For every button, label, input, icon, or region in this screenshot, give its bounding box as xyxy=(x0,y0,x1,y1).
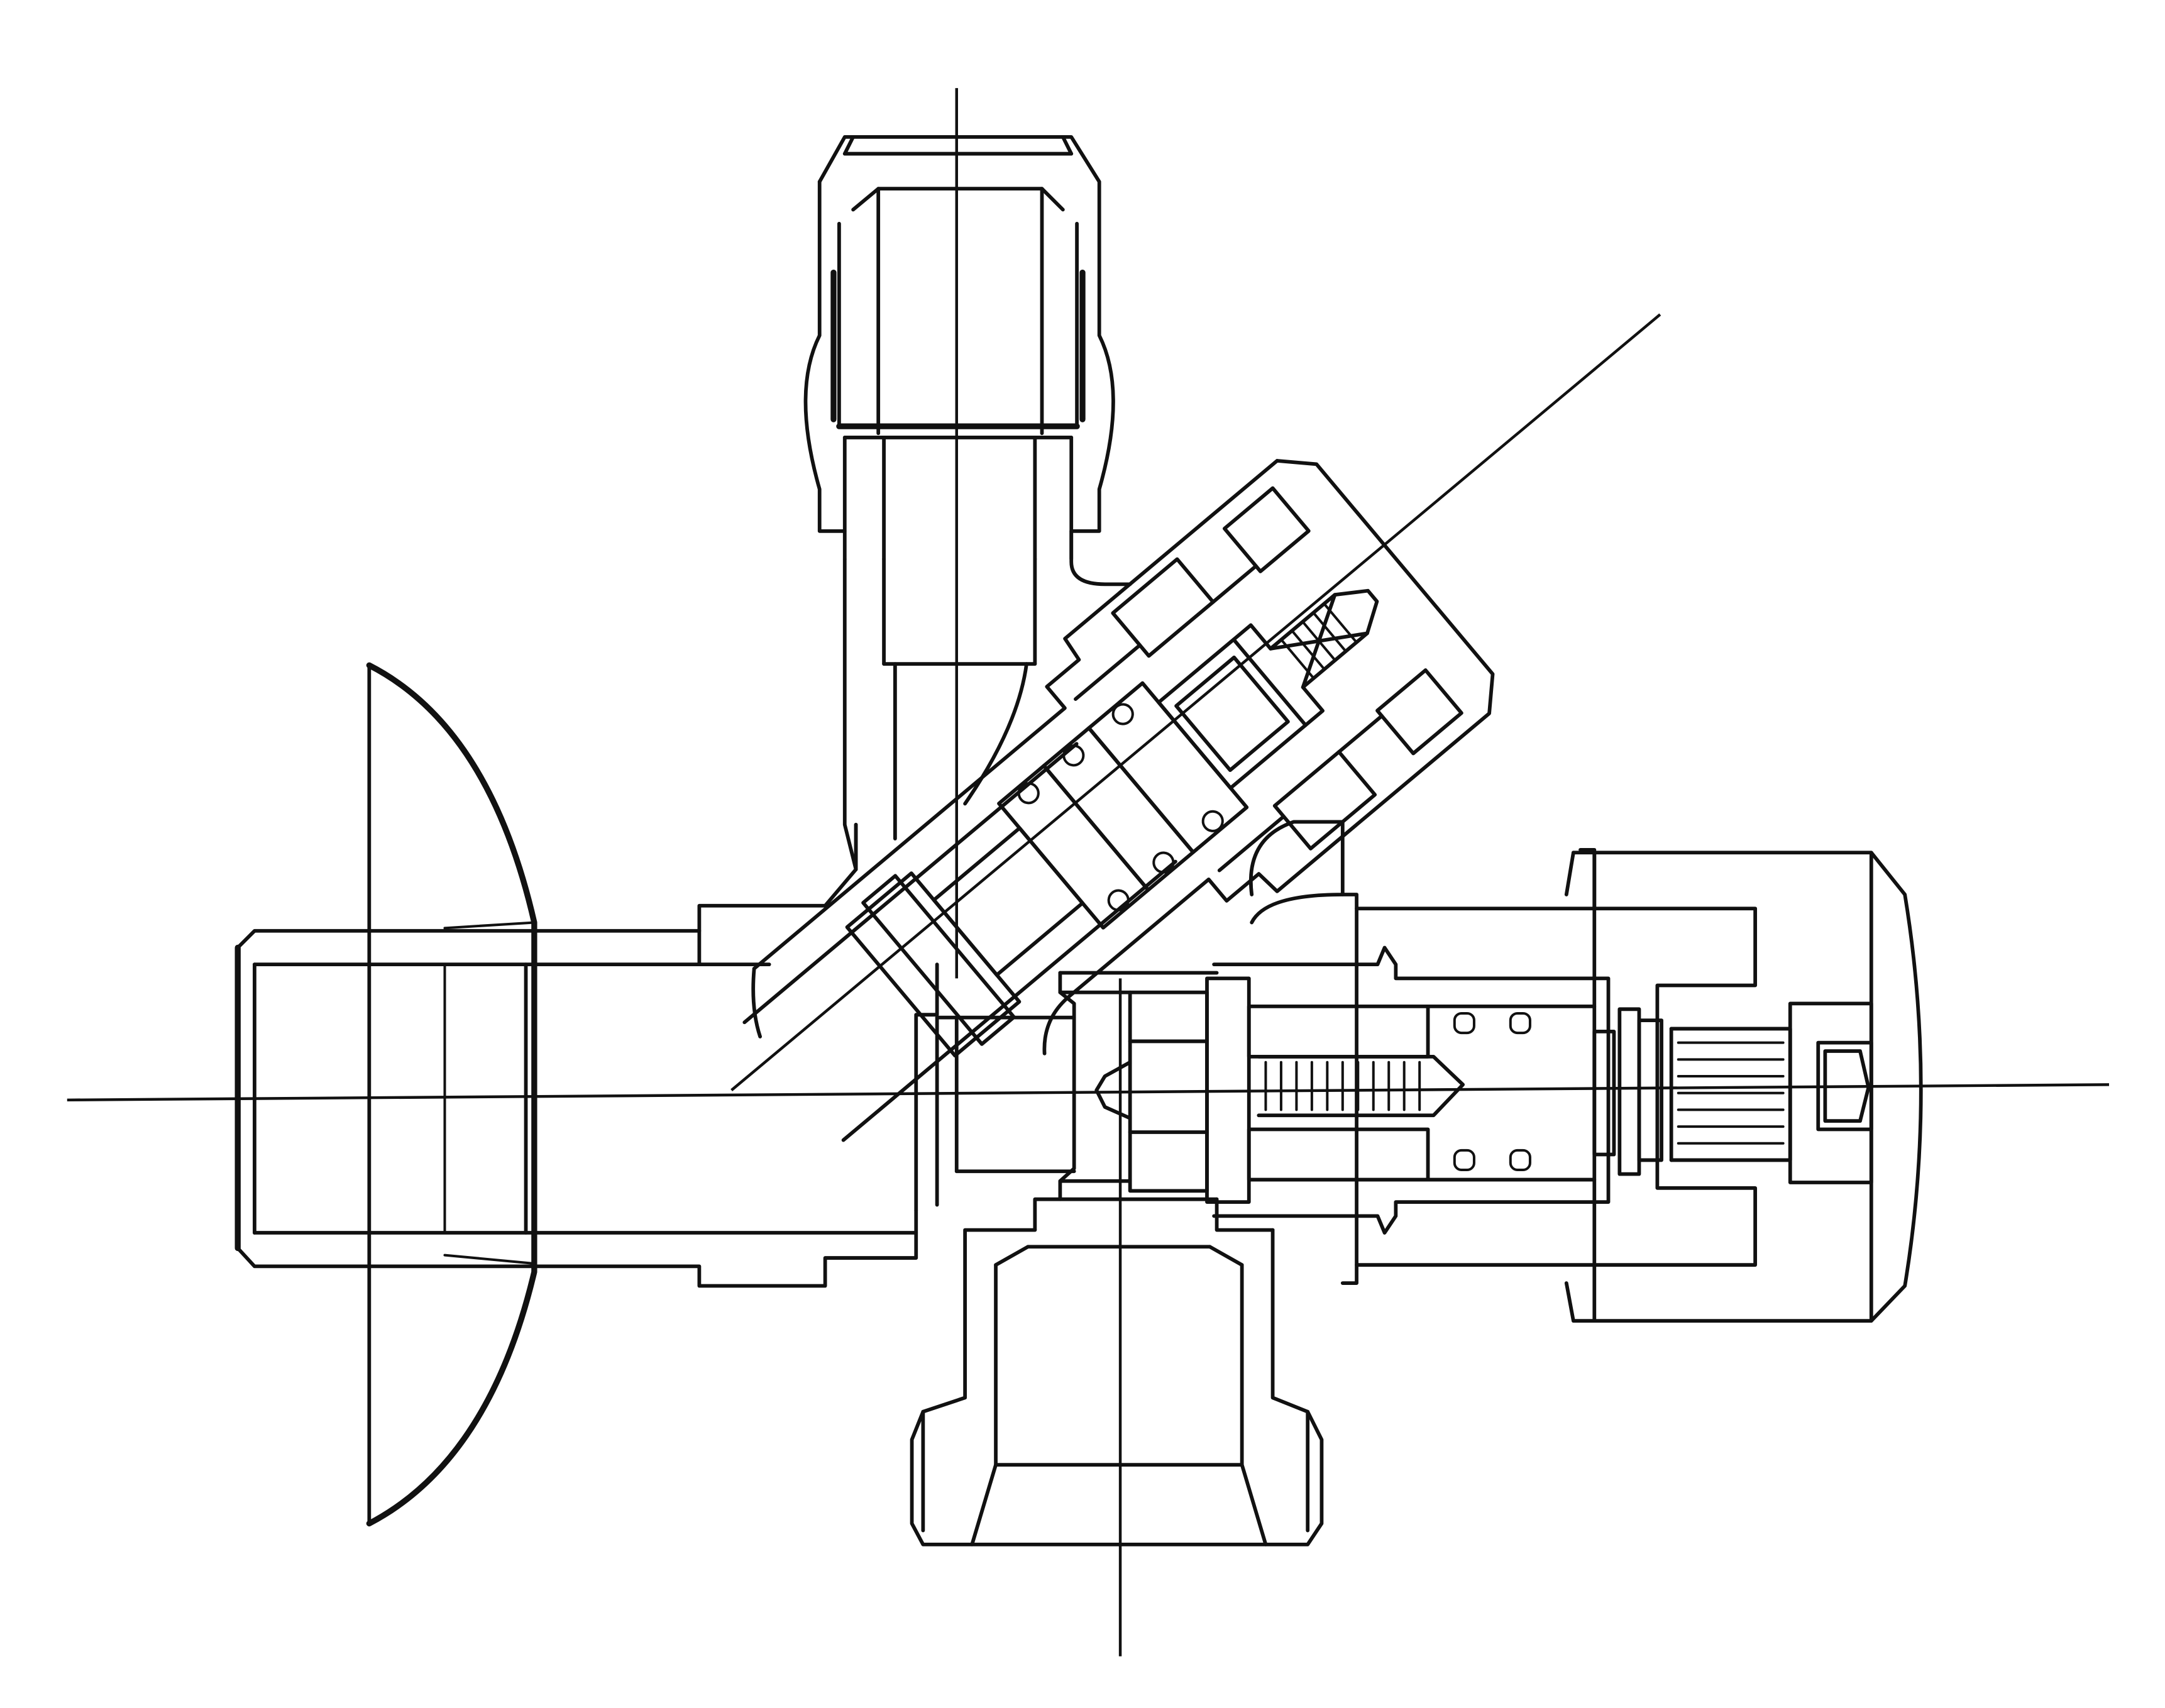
diagonal-check-valve xyxy=(742,459,1495,1142)
horizontal-center-line xyxy=(67,1083,2110,1102)
center-lines xyxy=(67,88,2110,1656)
handle-cap xyxy=(1564,847,1923,1323)
top-outlet-nut xyxy=(803,135,1115,561)
diagonal-center-line xyxy=(730,313,1661,1091)
bottom-outlet xyxy=(910,1197,1324,1546)
central-housing xyxy=(854,820,1345,1232)
right-valve-cartridge xyxy=(1094,893,1758,1285)
top-outlet-body xyxy=(842,529,1132,871)
wall-rosette xyxy=(366,662,537,1527)
inlet-connector xyxy=(234,822,918,1288)
